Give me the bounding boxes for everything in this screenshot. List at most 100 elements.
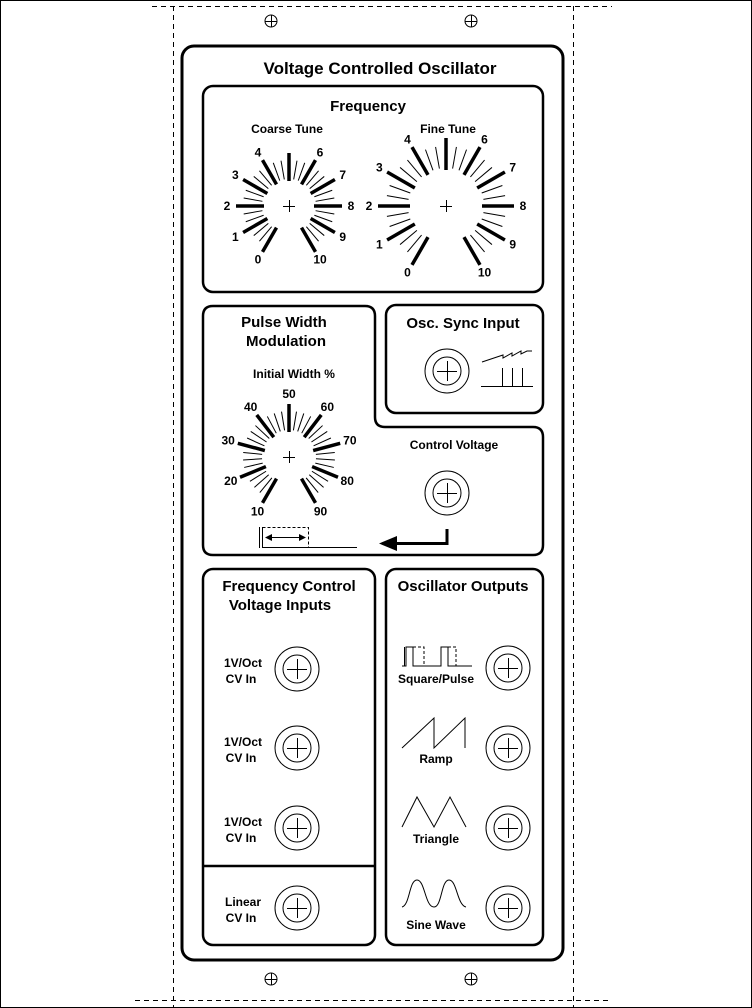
output-jack[interactable]	[485, 805, 531, 851]
jack-socket[interactable]	[282, 654, 312, 684]
knob-scale-label: 6	[317, 145, 324, 159]
jack-socket[interactable]	[493, 653, 523, 683]
knob-minor-tick	[311, 470, 329, 482]
jack-outer-ring	[274, 885, 320, 931]
knob-scale-label: 3	[232, 168, 239, 182]
knob-scale-label: 50	[282, 387, 296, 401]
knob-minor-tick	[308, 425, 323, 439]
cv-input-jack[interactable]	[274, 646, 320, 692]
sine-wave-icon	[401, 879, 467, 908]
cv-input-jack[interactable]	[274, 725, 320, 771]
cv-input-label-line2: CV In	[226, 831, 257, 845]
knob-minor-tick	[305, 226, 319, 242]
knob-major-tick	[410, 236, 430, 266]
knob-major-tick	[312, 441, 341, 453]
cv-input-label-line1: 1V/Oct	[224, 815, 262, 829]
knob-major-tick	[386, 222, 416, 242]
knob-minor-tick	[253, 222, 269, 236]
knob-minor-tick	[272, 162, 281, 181]
jack-socket[interactable]	[282, 813, 312, 843]
output-label: Ramp	[419, 752, 452, 766]
cv-input-label-line2: CV In	[226, 751, 257, 765]
cv-input-label-line1: 1V/Oct	[224, 735, 262, 749]
knob-minor-tick	[305, 170, 319, 186]
pwm-section: Pulse Width Modulation Initial Width % 1…	[201, 304, 545, 557]
jack-socket[interactable]	[493, 893, 523, 923]
knob-minor-tick	[308, 474, 324, 488]
knob-scale-label: 0	[404, 266, 411, 280]
jack-socket[interactable]	[282, 893, 312, 923]
output-jack[interactable]	[485, 645, 531, 691]
knob-minor-tick	[259, 226, 273, 242]
pwm-cv-jack[interactable]	[424, 470, 470, 516]
knob-minor-tick	[313, 437, 332, 447]
jack-socket[interactable]	[432, 356, 462, 386]
knob-minor-tick	[253, 176, 269, 190]
cv-input-jack[interactable]	[274, 805, 320, 851]
output-jack[interactable]	[485, 885, 531, 931]
fcv-title-line2: Voltage Inputs	[229, 597, 331, 614]
knob-minor-tick	[280, 160, 285, 180]
jack-socket[interactable]	[432, 478, 462, 508]
jack-outer-ring	[485, 805, 531, 851]
output-jack[interactable]	[485, 725, 531, 771]
knob-minor-tick	[297, 413, 305, 432]
knob-minor-tick	[481, 218, 503, 227]
output-label: Square/Pulse	[398, 672, 474, 686]
knob-minor-tick	[435, 146, 440, 169]
jack-socket[interactable]	[493, 813, 523, 843]
jack-outer-ring	[424, 470, 470, 516]
sync-waveform-icon	[481, 350, 533, 387]
knob-minor-tick	[315, 197, 335, 202]
knob-minor-tick	[255, 425, 270, 439]
knob-scale-label: 40	[244, 400, 258, 414]
knob-minor-tick	[399, 230, 418, 245]
knob-minor-tick	[315, 462, 334, 468]
knob-minor-tick	[314, 189, 333, 198]
knob-major-tick	[299, 477, 318, 504]
knob-major-tick	[299, 226, 318, 253]
jack-outer-ring	[274, 805, 320, 851]
knob-minor-tick	[470, 159, 485, 178]
knob-scale-label: 10	[478, 266, 492, 280]
jack-outer-ring	[485, 645, 531, 691]
jack-socket[interactable]	[493, 733, 523, 763]
knob-major-tick	[311, 464, 339, 479]
knob-scale-label: 1	[232, 230, 239, 244]
knob-minor-tick	[483, 212, 506, 217]
knob-minor-tick	[243, 451, 263, 455]
knob-minor-tick	[407, 234, 422, 253]
output-label: Triangle	[413, 832, 459, 846]
knob-minor-tick	[243, 210, 263, 215]
cv-input-label-line1: 1V/Oct	[224, 656, 262, 670]
knob-major-tick	[299, 159, 318, 186]
sync-input-jack[interactable]	[424, 348, 470, 394]
knob-scale-label: 70	[343, 434, 357, 448]
cv-input-label-line2: CV In	[226, 911, 257, 925]
knob-major-tick	[462, 236, 482, 266]
knob-minor-tick	[389, 218, 411, 227]
knob-major-tick	[237, 441, 266, 453]
knob-major-tick	[260, 226, 279, 253]
knob-minor-tick	[389, 185, 411, 194]
cv-input-jack[interactable]	[274, 885, 320, 931]
knob-minor-tick	[309, 176, 325, 190]
knob-minor-tick	[311, 431, 328, 443]
knob-minor-tick	[305, 477, 319, 493]
knob-scale-label: 4	[255, 145, 262, 159]
main-panel-frame	[180, 44, 565, 962]
pwm-title-line2: Modulation	[246, 333, 326, 350]
knob-major-tick	[260, 477, 279, 504]
jack-socket[interactable]	[282, 733, 312, 763]
pulse-width-icon	[259, 527, 357, 548]
knob-minor-tick	[407, 159, 422, 178]
outputs-section: Oscillator Outputs Square/PulseRampTrian…	[384, 567, 545, 947]
cv-input-label-line2: CV In	[226, 672, 257, 686]
knob-major-tick	[309, 216, 336, 235]
mounting-hole-icon	[464, 972, 478, 986]
